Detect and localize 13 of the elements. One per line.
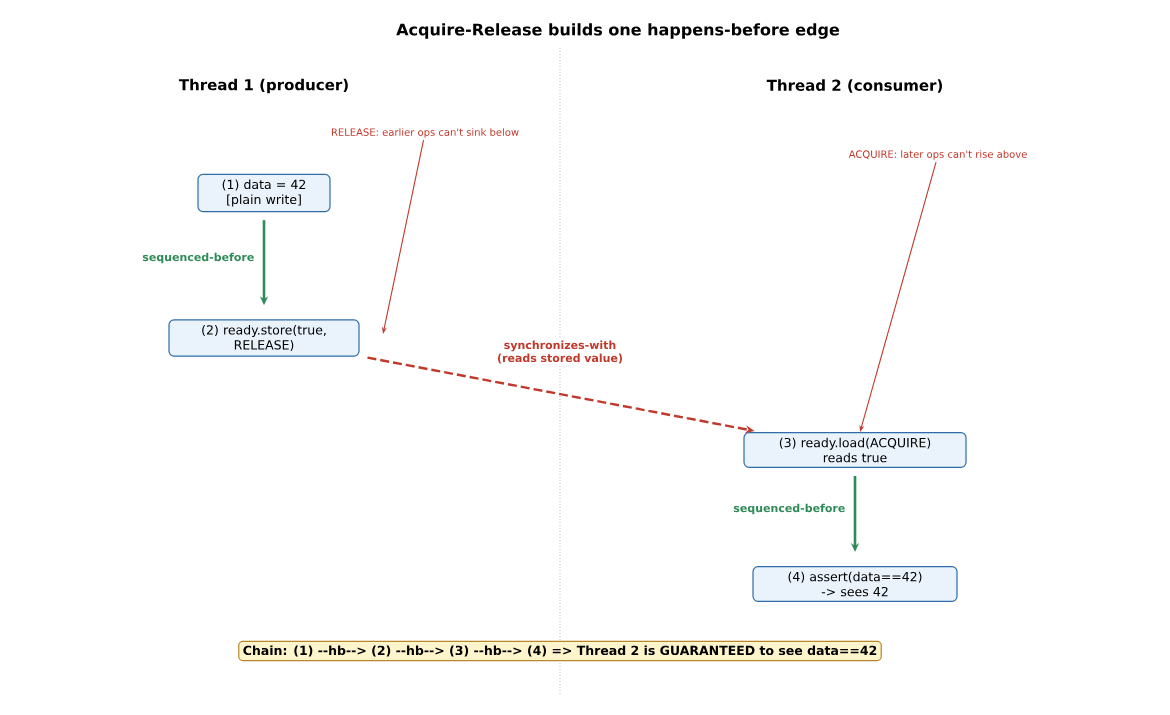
process-box: (1) data = 42 [plain write] <box>197 173 331 213</box>
process-box: (3) ready.load(ACQUIRE) reads true <box>743 432 967 468</box>
annotation-text: RELEASE: earlier ops can't sink below <box>331 128 519 138</box>
edge-label: sequenced-before <box>142 252 254 264</box>
summary-box: Chain: (1) --hb--> (2) --hb--> (3) --hb--> (4) => Thread 2 is GUARANTEED to see data==42 <box>238 640 882 662</box>
process-box: (4) assert(data==42) -> sees 42 <box>752 566 958 602</box>
edge-label: synchronizes-with (reads stored value) <box>498 340 622 364</box>
column-heading: Thread 1 (producer) <box>178 78 348 94</box>
annotation-text: ACQUIRE: later ops can't rise above <box>848 150 1027 160</box>
title: Acquire-Release builds one happens-before edge <box>396 23 840 39</box>
edge-label: sequenced-before <box>733 503 845 515</box>
process-box: (2) ready.store(true, RELEASE) <box>168 319 360 357</box>
column-heading: Thread 2 (consumer) <box>766 79 942 93</box>
